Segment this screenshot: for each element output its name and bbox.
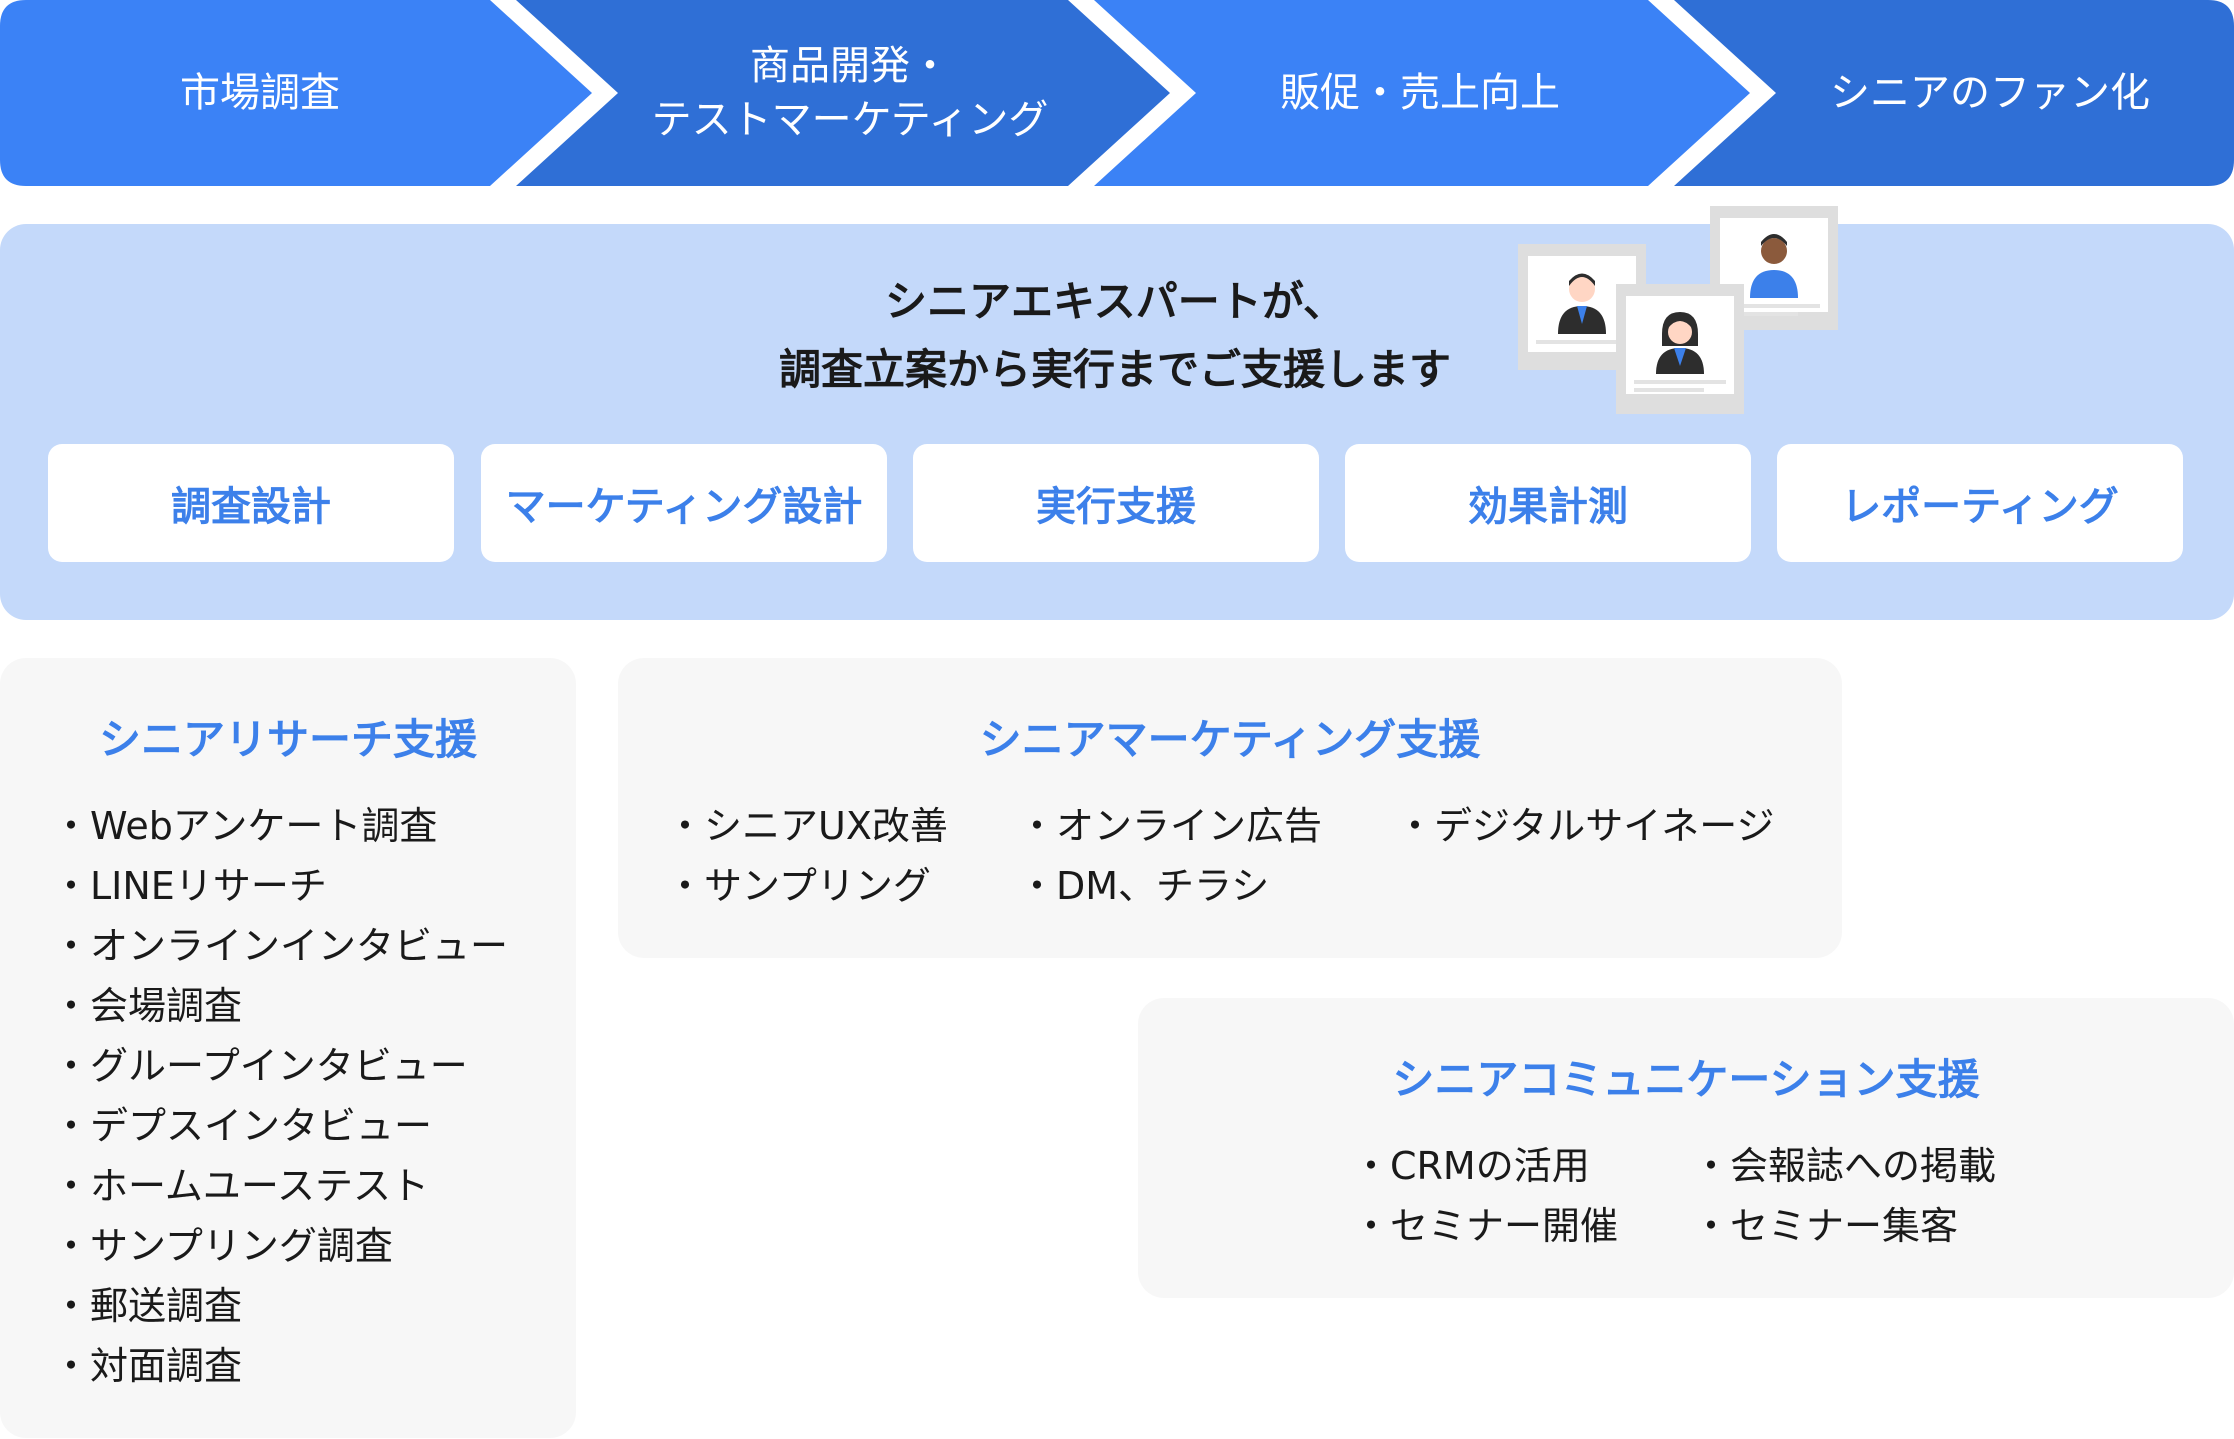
- expert-support-title: シニアエキスパートが、 調査立案から実行までご支援します: [778, 277, 1451, 394]
- research-item: ・デプスインタビュー: [52, 1104, 433, 1148]
- service-marketing-design: マーケティング設計: [481, 444, 887, 562]
- service-research-design: 調査設計: [48, 444, 454, 562]
- marketing-item: ・サンプリング: [666, 864, 931, 908]
- research-item: ・会場調査: [52, 984, 243, 1028]
- research-item: ・郵送調査: [52, 1284, 243, 1328]
- research-support-title: シニアリサーチ支援: [98, 715, 477, 764]
- process-flow: 市場調査 商品開発・ テストマーケティング 販促・売上向上 シニアのファン化: [0, 0, 2234, 186]
- step-label-sales-promotion: 販促・売上向上: [1280, 70, 1560, 116]
- marketing-item: ・デジタルサイネージ: [1396, 804, 1775, 848]
- research-item: ・サンプリング調査: [52, 1224, 393, 1268]
- marketing-item: ・オンライン広告: [1018, 804, 1323, 848]
- marketing-support-panel: [618, 658, 1842, 958]
- communication-support-panel: [1138, 998, 2234, 1298]
- step-arrow-4: [1674, 0, 2234, 186]
- service-reporting: レポーティング: [1777, 444, 2183, 562]
- marketing-item: ・DM、チラシ: [1018, 864, 1270, 908]
- research-item: ・オンラインインタビュー: [52, 924, 509, 968]
- communication-item: ・会報誌への掲載: [1692, 1144, 1997, 1188]
- marketing-support-title: シニアマーケティング支援: [979, 715, 1481, 764]
- research-item: ・LINEリサーチ: [52, 864, 327, 908]
- step-label-market-research: 市場調査: [180, 70, 340, 116]
- step-arrow-3: [1094, 0, 1750, 186]
- process-arrows: [0, 0, 2234, 186]
- research-item: ・ホームユーステスト: [52, 1164, 429, 1208]
- step-arrow-2: [516, 0, 1170, 186]
- step-label-fan-building: シニアのファン化: [1830, 70, 2150, 116]
- profile-card-icon: [1616, 284, 1744, 414]
- service-execution-support: 実行支援: [913, 444, 1319, 562]
- marketing-item: ・シニアUX改善: [666, 804, 948, 848]
- research-support-panel: [0, 658, 576, 1438]
- step-label-product-development: 商品開発・ テストマーケティング: [651, 43, 1049, 143]
- communication-support-title: シニアコミュニケーション支援: [1392, 1055, 1980, 1104]
- communication-item: ・セミナー開催: [1352, 1204, 1619, 1248]
- step-arrow-1: [0, 0, 592, 186]
- expert-profile-cards-icon: [1518, 206, 1838, 414]
- communication-item: ・CRMの活用: [1352, 1144, 1590, 1188]
- research-item: ・対面調査: [52, 1344, 243, 1388]
- service-effect-measurement: 効果計測: [1345, 444, 1751, 562]
- research-item: ・Webアンケート調査: [52, 804, 438, 848]
- research-item: ・グループインタビュー: [52, 1044, 468, 1088]
- communication-item: ・セミナー集客: [1692, 1204, 1959, 1248]
